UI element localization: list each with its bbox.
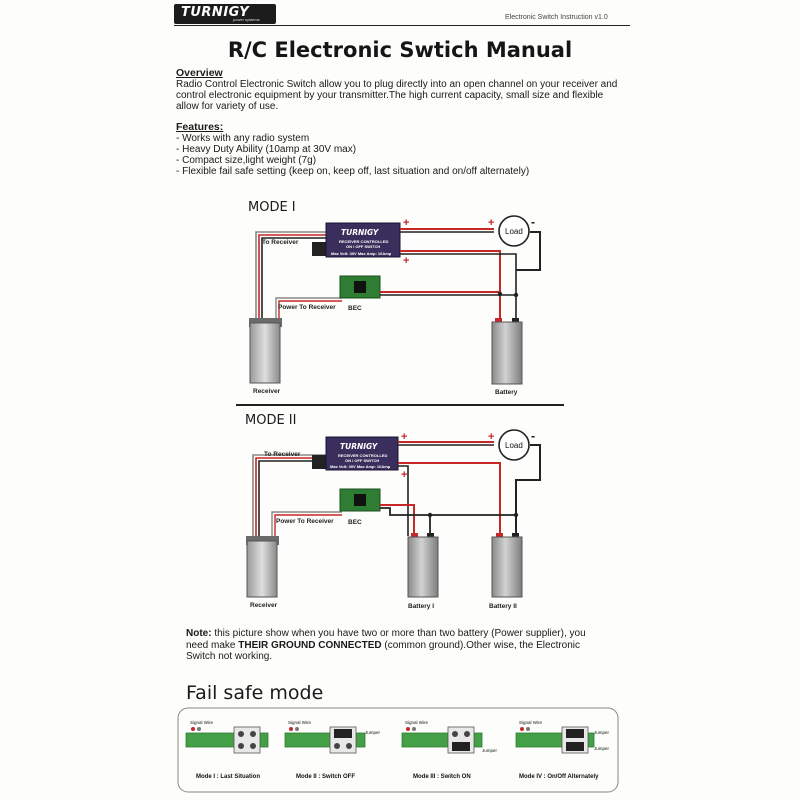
note-text-2: (common ground).Other wise, the Electron… bbox=[186, 639, 581, 663]
load-symbol: Load bbox=[498, 429, 530, 461]
power-to-receiver-label: Power To Receiver bbox=[276, 518, 334, 525]
svg-text:Signal Wire: Signal Wire bbox=[405, 720, 429, 725]
note-text-1: this picture show when you have two or m… bbox=[186, 628, 586, 651]
turnigy-logo-sub: power systems bbox=[233, 17, 260, 22]
feature-item: - Heavy Duty Ability (10amp at 30V max) bbox=[176, 144, 357, 155]
to-receiver-label: To Receiver bbox=[264, 451, 301, 458]
battery-label: Battery bbox=[495, 389, 518, 396]
switch-line-3: Max Volt: 30V Max Amp: 10Amp bbox=[331, 251, 392, 256]
mode-2-diagram: TURNIGY RECEIVER CONTROLLED ON / OFF SWI… bbox=[246, 429, 541, 610]
svg-text:+: + bbox=[403, 255, 409, 267]
overview-text: Radio Control Electronic Switch allow yo… bbox=[176, 79, 618, 112]
switch-logo: TURNIGY bbox=[341, 228, 380, 237]
bec-module bbox=[339, 275, 519, 299]
switch-line-1: RECEIVER CONTROLLED bbox=[338, 453, 387, 458]
svg-text:+: + bbox=[488, 217, 494, 229]
turnigy-logo: TURNIGY bbox=[181, 5, 250, 20]
electronic-switch-module: TURNIGY RECEIVER CONTROLLED ON / OFF SWI… bbox=[312, 436, 399, 471]
failsafe-panel: Signal Wire Mode I : Last Situation Sign… bbox=[177, 707, 619, 793]
note-label: Note: bbox=[186, 628, 212, 639]
feature-item: - Flexible fail safe setting (keep on, k… bbox=[176, 166, 530, 177]
receiver-label: Receiver bbox=[253, 388, 281, 395]
turnigy-logo-box bbox=[174, 4, 276, 24]
switch-logo: TURNIGY bbox=[340, 442, 379, 451]
switch-line-2: ON / OFF SWITCH bbox=[345, 458, 379, 463]
svg-text:-: - bbox=[531, 429, 535, 443]
ground-note: Note: this picture show when you have tw… bbox=[186, 628, 606, 663]
svg-text:Signal Wire: Signal Wire bbox=[519, 720, 543, 725]
svg-text:Jumper: Jumper bbox=[365, 730, 381, 735]
battery-1-label: Battery I bbox=[408, 603, 434, 610]
failsafe-title: Fail safe mode bbox=[186, 682, 324, 704]
receiver-label: Receiver bbox=[250, 602, 278, 609]
switch-output-wires bbox=[398, 441, 541, 536]
svg-text:Signal Wire: Signal Wire bbox=[190, 720, 214, 725]
doc-reference: Electronic Switch Instruction v1.0 bbox=[505, 14, 608, 21]
mode-1-label: MODE I bbox=[248, 200, 296, 215]
svg-text:+: + bbox=[401, 431, 407, 443]
svg-text:Jumper: Jumper bbox=[482, 748, 498, 753]
failsafe-mode-2: Signal Wire Jumper Mode II : Switch OFF bbox=[284, 720, 381, 780]
battery-1 bbox=[407, 533, 439, 598]
receiver-lead-wires bbox=[255, 231, 342, 318]
electronic-switch-module: TURNIGY RECEIVER CONTROLLED ON / OFF SWI… bbox=[312, 222, 401, 258]
load-symbol: Load bbox=[498, 215, 530, 247]
receiver bbox=[246, 536, 279, 598]
failsafe-mode-4-caption: Mode IV : On/Off Alternately bbox=[519, 774, 599, 780]
battery-2 bbox=[491, 533, 523, 598]
switch-line-3: Max Volt: 30V Max Amp: 10Amp bbox=[330, 464, 391, 469]
bec-module bbox=[339, 488, 519, 536]
load-label: Load bbox=[505, 441, 523, 450]
overview-heading: Overview bbox=[176, 67, 223, 79]
battery bbox=[491, 318, 523, 385]
failsafe-mode-4: Signal Wire Jumper Jumper Mode IV : On/O… bbox=[515, 720, 610, 780]
power-to-receiver-label: Power To Receiver bbox=[278, 304, 336, 311]
mode-divider bbox=[236, 404, 564, 406]
header-divider bbox=[174, 25, 630, 26]
mode-1-diagram: TURNIGY RECEIVER CONTROLLED ON / OFF SWI… bbox=[249, 215, 541, 396]
feature-item: - Compact size,light weight (7g) bbox=[176, 155, 317, 166]
bec-label: BEC bbox=[348, 519, 362, 526]
feature-item: - Works with any radio system bbox=[176, 133, 310, 144]
battery-2-label: Battery II bbox=[489, 603, 517, 610]
svg-text:-: - bbox=[531, 215, 535, 229]
svg-text:+: + bbox=[403, 217, 409, 229]
mode-2-label: MODE II bbox=[245, 413, 297, 428]
svg-text:+: + bbox=[401, 469, 407, 481]
bec-label: BEC bbox=[348, 305, 362, 312]
receiver bbox=[249, 318, 282, 384]
failsafe-mode-3: Signal Wire Jumper Mode III : Switch ON bbox=[401, 720, 498, 780]
svg-text:+: + bbox=[488, 431, 494, 443]
to-receiver-label: To Receiver bbox=[262, 239, 299, 246]
note-emphasis: THEIR GROUND CONNECTED bbox=[238, 639, 382, 651]
failsafe-mode-1: Signal Wire Mode I : Last Situation bbox=[185, 720, 269, 780]
switch-line-2: ON / OFF SWITCH bbox=[346, 244, 380, 249]
switch-line-1: RECEIVER CONTROLLED bbox=[339, 239, 388, 244]
page-title: R/C Electronic Swtich Manual bbox=[227, 38, 573, 62]
features-heading: Features: bbox=[176, 121, 224, 133]
switch-output-wires bbox=[400, 228, 541, 320]
failsafe-mode-3-caption: Mode III : Switch ON bbox=[413, 774, 471, 780]
svg-text:Jumper: Jumper bbox=[594, 730, 610, 735]
failsafe-mode-2-caption: Mode II : Switch OFF bbox=[296, 774, 355, 780]
load-label: Load bbox=[505, 227, 523, 236]
failsafe-mode-1-caption: Mode I : Last Situation bbox=[196, 774, 260, 780]
svg-text:Signal Wire: Signal Wire bbox=[288, 720, 312, 725]
svg-text:Jumper: Jumper bbox=[594, 746, 610, 751]
receiver-lead-wires bbox=[252, 454, 342, 536]
